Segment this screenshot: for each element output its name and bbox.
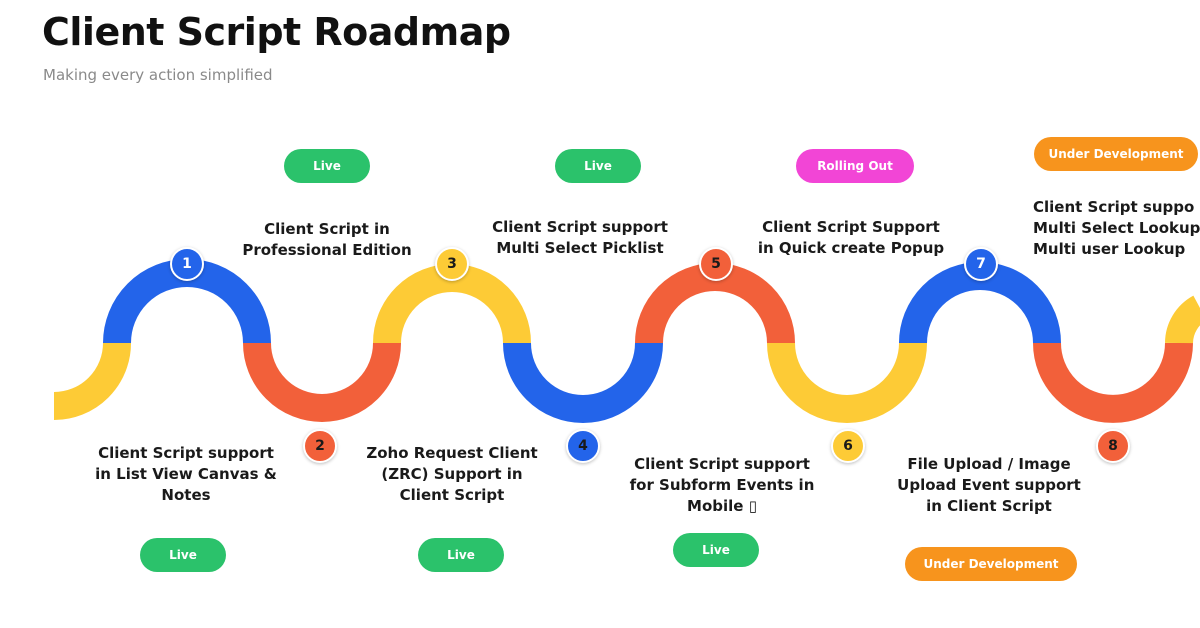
milestone-node-4: 4 xyxy=(566,429,600,463)
page-title: Client Script Roadmap xyxy=(42,10,511,54)
road-segment-5 xyxy=(635,263,795,344)
milestone-node-3: 3 xyxy=(435,247,469,281)
milestone-node-2: 2 xyxy=(303,429,337,463)
status-badge-3: Live xyxy=(418,538,504,572)
status-badge-8: Under Development xyxy=(1034,137,1198,171)
milestone-node-7: 7 xyxy=(964,247,998,281)
road-lead-in xyxy=(53,342,131,420)
status-badge-7: Under Development xyxy=(905,547,1077,581)
road-segment-6 xyxy=(767,342,927,423)
road-segment-2 xyxy=(243,342,401,422)
road-segment-1-right xyxy=(186,259,271,344)
status-badge-5: Live xyxy=(673,533,759,567)
road-segment-3 xyxy=(373,264,531,344)
status-badge-6: Rolling Out xyxy=(796,149,914,183)
road-segment-4 xyxy=(503,342,663,423)
milestone-node-8: 8 xyxy=(1096,429,1130,463)
status-badge-4: Live xyxy=(555,149,641,183)
road-segment-7 xyxy=(899,262,1061,344)
road-segment-8 xyxy=(1033,342,1193,423)
milestone-node-6: 6 xyxy=(831,429,865,463)
status-badge-1: Live xyxy=(140,538,226,572)
road-segment-1-left xyxy=(103,259,188,344)
milestone-node-5: 5 xyxy=(699,247,733,281)
road-lead-out xyxy=(1165,295,1200,344)
page-subtitle: Making every action simplified xyxy=(43,66,273,84)
milestone-node-1: 1 xyxy=(170,247,204,281)
status-badge-2: Live xyxy=(284,149,370,183)
